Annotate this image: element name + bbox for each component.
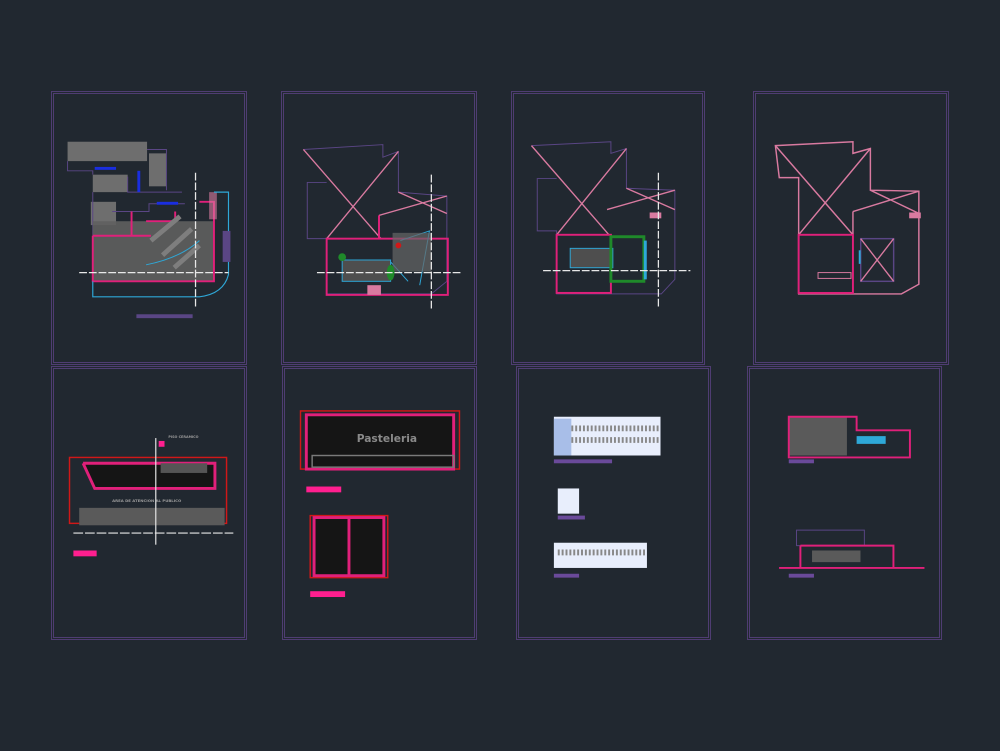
counter-plan-drawing: AREA DE ATENCION AL PUBLICO PISO CERAMIC…	[68, 435, 234, 557]
drawing-sheet-first-floor-plan[interactable]	[281, 91, 477, 365]
drawing-sheet-second-floor-plan[interactable]	[511, 91, 705, 365]
drawing-sheet-roof-plan[interactable]	[753, 91, 949, 365]
second-floor-plan-drawing	[530, 141, 691, 307]
facades-drawing	[553, 416, 661, 578]
first-floor-plan-drawing	[302, 144, 461, 311]
drawing-sheet-pasteleria-elevations[interactable]: Pasteleria	[282, 366, 477, 640]
site-plan-drawing	[67, 141, 231, 319]
area-label: AREA DE ATENCION AL PUBLICO	[112, 498, 182, 503]
drawing-sheet-sections[interactable]	[747, 366, 942, 640]
drawing-sheet-facades[interactable]	[516, 366, 711, 640]
pasteleria-sign-text: Pasteleria	[357, 432, 417, 445]
callout-label: PISO CERAMICO	[168, 435, 198, 439]
pasteleria-drawing: Pasteleria	[299, 410, 461, 598]
drawing-sheet-counter-plan[interactable]: AREA DE ATENCION AL PUBLICO PISO CERAMIC…	[51, 366, 247, 640]
sections-drawing	[779, 415, 925, 578]
roof-plan-drawing	[774, 140, 921, 295]
drawing-sheet-site-plan[interactable]	[51, 91, 247, 365]
